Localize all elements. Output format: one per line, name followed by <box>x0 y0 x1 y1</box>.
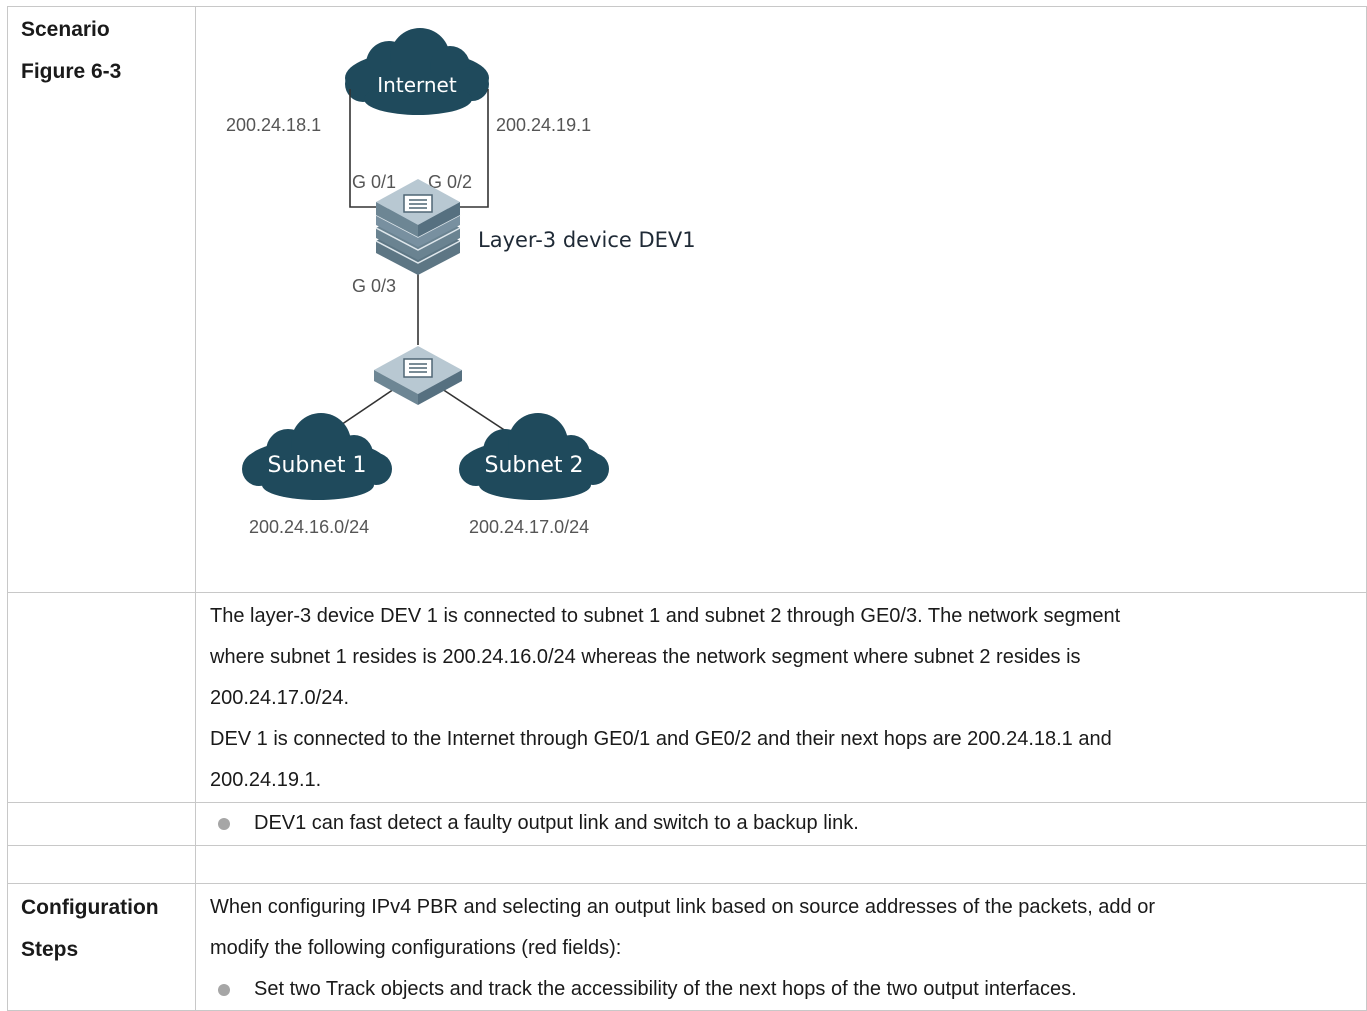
subnet2-cloud-label: Subnet 2 <box>485 453 584 478</box>
subnet2-cloud <box>459 413 609 500</box>
empty-label-cell <box>7 845 196 884</box>
subnet2-network-label: 200.24.17.0/24 <box>469 517 589 537</box>
description-line: 200.24.19.1. <box>210 769 322 791</box>
description-line: 200.24.17.0/24. <box>210 687 350 709</box>
table-row: Scenario Figure 6-3 Internet <box>7 6 1367 593</box>
label-cell: Configuration Steps <box>7 883 196 1011</box>
description-line: where subnet 1 resides is 200.24.16.0/24… <box>210 646 1081 668</box>
empty-label-cell <box>7 592 196 803</box>
port-label-g01: G 0/1 <box>352 172 396 192</box>
label-cell: Scenario Figure 6-3 <box>7 6 196 593</box>
description-line: DEV 1 is connected to the Internet throu… <box>210 728 1112 750</box>
description-line: The layer-3 device DEV 1 is connected to… <box>210 605 1121 627</box>
bullet-item: DEV1 can fast detect a faulty output lin… <box>210 803 1366 843</box>
subnet1-cloud-label: Subnet 1 <box>268 453 367 478</box>
subnet1-network-label: 200.24.16.0/24 <box>249 517 369 537</box>
configuration-label: Configuration <box>21 896 159 919</box>
device-label: Layer-3 device DEV1 <box>478 228 696 252</box>
table-row: Configuration Steps When configuring IPv… <box>7 883 1367 1011</box>
requirement-cell: DEV1 can fast detect a faulty output lin… <box>195 802 1367 846</box>
internet-cloud <box>345 28 489 115</box>
bullet-text: Set two Track objects and track the acce… <box>254 978 1077 1000</box>
steps-line: modify the following configurations (red… <box>210 937 622 959</box>
description-cell: The layer-3 device DEV 1 is connected to… <box>195 592 1367 803</box>
bullet-text: DEV1 can fast detect a faulty output lin… <box>254 812 859 834</box>
bullet-dot-icon <box>218 818 230 830</box>
port-label-g02: G 0/2 <box>428 172 472 192</box>
layer3-switch-icon <box>375 179 461 275</box>
internet-cloud-label: Internet <box>377 73 457 97</box>
network-topology-diagram: Internet 200.24.18.1 200.24.19.1 G 0/1 G… <box>226 28 696 537</box>
empty-label-cell <box>7 802 196 846</box>
bullet-dot-icon <box>218 984 230 996</box>
figure-label: Figure 6-3 <box>21 60 122 83</box>
steps-label: Steps <box>21 938 79 961</box>
access-switch-icon <box>374 346 462 405</box>
steps-cell: When configuring IPv4 PBR and selecting … <box>195 883 1367 1011</box>
table-row: The layer-3 device DEV 1 is connected to… <box>7 592 1367 803</box>
empty-cell <box>195 845 1367 884</box>
table-row: DEV1 can fast detect a faulty output lin… <box>7 802 1367 846</box>
bullet-item: Set two Track objects and track the acce… <box>210 969 1366 1010</box>
table-row <box>7 845 1367 884</box>
ip-label-left: 200.24.18.1 <box>226 115 321 135</box>
subnet1-cloud <box>242 413 392 500</box>
document-table: Scenario Figure 6-3 Internet <box>7 6 1367 1011</box>
port-label-g03: G 0/3 <box>352 276 396 296</box>
ip-label-right: 200.24.19.1 <box>496 115 591 135</box>
steps-line: When configuring IPv4 PBR and selecting … <box>210 896 1156 918</box>
scenario-label: Scenario <box>21 18 110 41</box>
figure-cell: Internet 200.24.18.1 200.24.19.1 G 0/1 G… <box>195 6 1367 593</box>
